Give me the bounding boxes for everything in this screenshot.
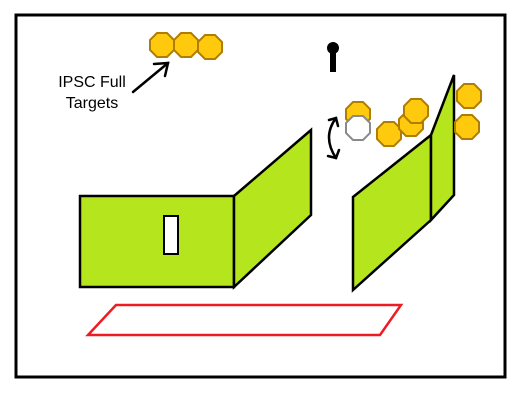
annotation-line-1: IPSC Full [58,74,126,91]
left-wall-front [78,194,236,289]
target-icon [173,32,199,58]
swinger-icon [326,116,341,160]
annotation-label: IPSC Full Targets [52,72,132,114]
left-wall [78,127,313,290]
target-icon [454,114,480,140]
target-icon [403,98,429,124]
right-wall [351,74,456,293]
target-icon [149,32,175,58]
target-group-right [345,83,482,147]
annotation-line-2: Targets [65,95,119,112]
target-icon [456,83,482,109]
port-icon [163,215,179,255]
arrow-icon [131,61,170,94]
right-wall-panel-far [429,74,456,224]
shooting-box [85,303,404,337]
target-group-top-left [149,32,223,60]
left-wall-side [232,127,313,290]
target-icon [376,121,402,147]
target-white-icon [345,115,371,141]
popper-icon [327,42,339,72]
target-icon [197,34,223,60]
